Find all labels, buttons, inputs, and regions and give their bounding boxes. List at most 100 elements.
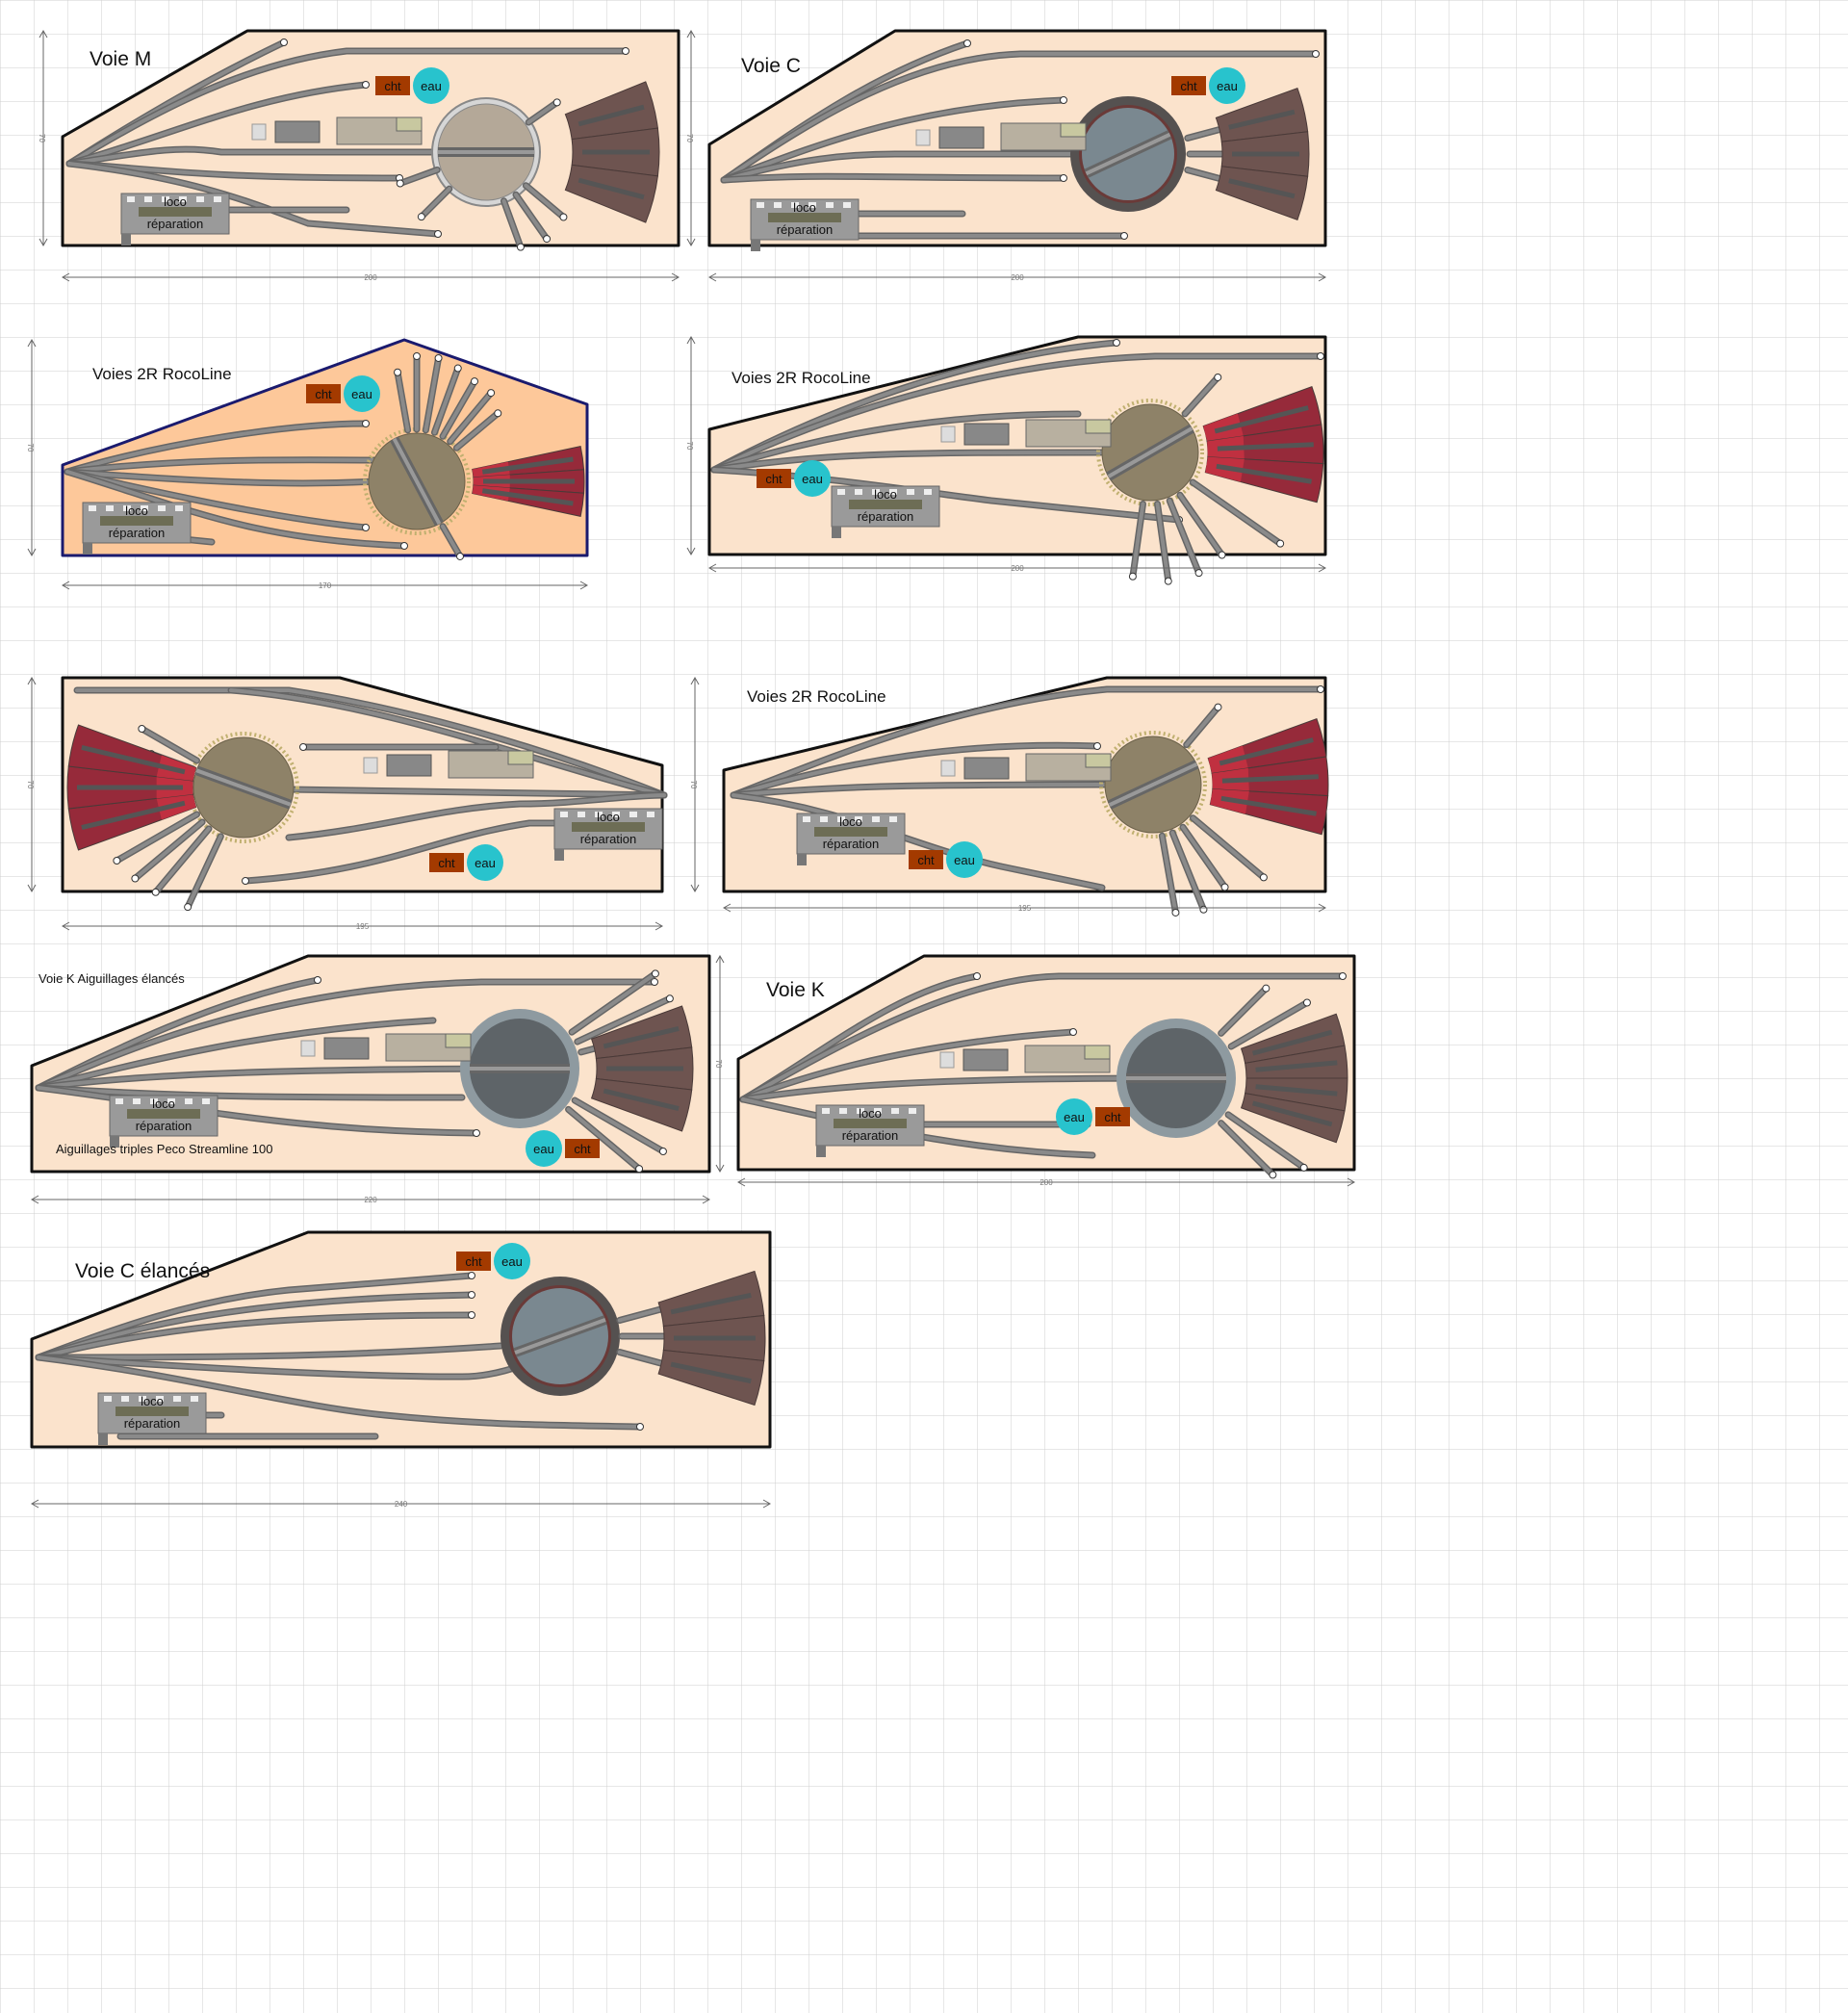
buffer-stop <box>400 542 408 550</box>
cht-box <box>375 76 410 95</box>
buffer-stop <box>413 352 421 360</box>
station-buildings <box>915 122 1087 151</box>
loco-label: loco <box>859 1106 882 1121</box>
cht-box <box>909 850 943 869</box>
height-dimension-label: 70 <box>685 442 694 451</box>
height-dimension-label: 70 <box>714 1060 723 1069</box>
buffer-stop <box>622 47 629 55</box>
buffer-stop <box>665 994 674 1003</box>
width-dimension-label: 195 <box>1018 904 1032 913</box>
cht-box <box>1171 76 1206 95</box>
roundhouse <box>657 1270 766 1407</box>
buffer-stop <box>1120 232 1128 240</box>
layout-title: Voie M <box>90 48 151 70</box>
station-buildings <box>363 750 534 779</box>
buffer-stop <box>651 978 658 986</box>
layout-title: Voie C élancés <box>75 1260 210 1282</box>
cht-eau-group: cht eau <box>757 460 831 497</box>
buffer-stop <box>1218 551 1226 559</box>
reparation-label: réparation <box>858 509 914 524</box>
buffer-stop <box>131 874 140 883</box>
cht-label: cht <box>438 856 455 870</box>
eau-label: eau <box>533 1142 554 1156</box>
buffer-stop <box>1093 742 1101 750</box>
buffer-stop <box>468 1272 475 1279</box>
cht-box <box>757 469 791 488</box>
roundhouse <box>1240 1013 1348 1144</box>
buffer-stop <box>635 1165 644 1174</box>
layout-title: Voies 2R RocoLine <box>732 369 871 387</box>
height-dimension-label: 70 <box>38 134 46 142</box>
buffer-stop <box>456 552 464 560</box>
buffer-stop <box>1214 703 1222 711</box>
eau-label: eau <box>802 472 823 486</box>
buffer-stop <box>1259 873 1268 882</box>
cht-box <box>565 1139 600 1158</box>
buffer-stop <box>113 857 121 865</box>
buffer-stop <box>1317 685 1324 693</box>
layout-title: Voies 2R RocoLine <box>92 365 232 383</box>
roundhouse <box>1202 385 1324 503</box>
buffer-stop <box>468 1291 475 1299</box>
cht-label: cht <box>315 387 332 401</box>
buffer-stop <box>1113 339 1120 347</box>
turntable <box>1116 1019 1236 1138</box>
height-dimension-label: 70 <box>26 781 35 789</box>
loco-label: loco <box>152 1097 175 1111</box>
turntable <box>431 97 541 207</box>
eau-circle <box>1209 67 1245 104</box>
roundhouse <box>66 724 197 851</box>
layout-title: Voie C <box>741 55 801 77</box>
width-dimension-label: 240 <box>395 1500 408 1509</box>
buffer-stop <box>471 377 478 386</box>
cht-box <box>306 384 341 403</box>
turntable <box>1096 399 1204 506</box>
buffer-stop <box>468 1311 475 1319</box>
eau-circle <box>946 841 983 878</box>
buffer-stop <box>651 969 659 978</box>
eau-label: eau <box>421 79 442 93</box>
buffer-stop <box>552 98 561 107</box>
width-dimension-label: 200 <box>364 273 377 282</box>
cht-label: cht <box>765 472 783 486</box>
eau-circle <box>344 375 380 412</box>
eau-label: eau <box>1217 79 1238 93</box>
buffer-stop <box>487 389 496 398</box>
eau-circle <box>467 844 503 881</box>
eau-label: eau <box>475 856 496 870</box>
buffer-stop <box>1220 883 1229 891</box>
buffer-stop <box>362 420 370 427</box>
buffer-stop <box>1199 905 1208 914</box>
width-dimension-label: 170 <box>319 581 332 590</box>
buffer-stop <box>1262 984 1270 993</box>
buffer-stop <box>636 1423 644 1431</box>
station-buildings <box>939 1045 1111 1073</box>
roundhouse <box>1215 87 1310 221</box>
roundhouse <box>564 81 660 223</box>
reparation-label: réparation <box>580 832 637 846</box>
loco-label: loco <box>141 1394 164 1408</box>
buffer-stop <box>494 409 502 418</box>
turntable <box>460 1009 579 1128</box>
layout-title: Voies 2R RocoLine <box>747 687 886 706</box>
reparation-label: réparation <box>136 1119 192 1133</box>
width-dimension-label: 200 <box>1011 564 1024 573</box>
reparation-label: réparation <box>777 222 834 237</box>
buffer-stop <box>1302 998 1311 1007</box>
buffer-stop <box>394 368 402 376</box>
reparation-label: réparation <box>109 526 166 540</box>
cht-label: cht <box>384 79 401 93</box>
buffer-stop <box>1069 1028 1077 1036</box>
height-dimension-label: 70 <box>685 134 694 142</box>
layout-note: Aiguillages triples Peco Streamline 100 <box>56 1142 272 1156</box>
